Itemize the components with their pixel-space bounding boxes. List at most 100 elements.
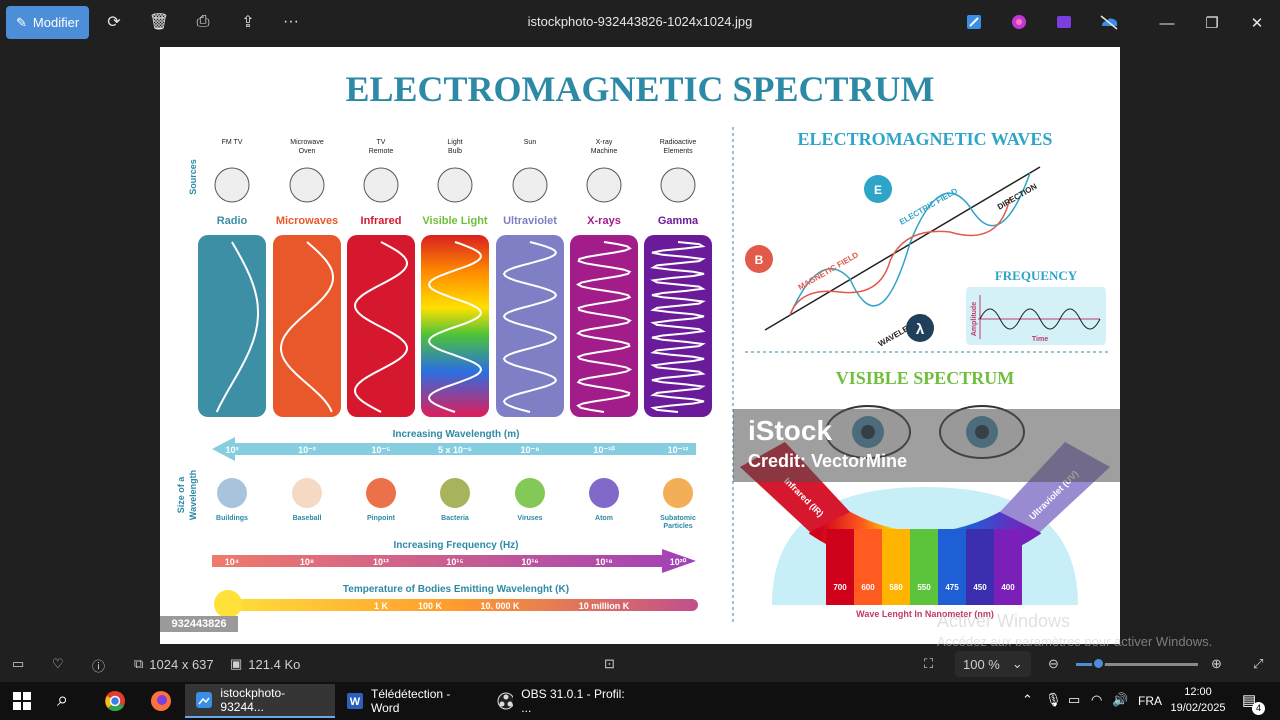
visible-band (826, 529, 854, 605)
battery-icon[interactable]: ▭ (1068, 692, 1081, 707)
band-column (273, 235, 341, 417)
frequency-tick: 10¹⁶ (521, 557, 538, 567)
windows-start-icon[interactable] (13, 692, 31, 713)
clipchamp-icon[interactable] (1053, 11, 1075, 33)
zoom-out-icon[interactable]: ⊖ (1048, 656, 1059, 671)
band-label: Gamma (658, 215, 699, 227)
edit-icon: ✎ (16, 14, 27, 30)
visible-band (966, 529, 994, 605)
word-icon: W (347, 693, 363, 709)
band-wave (215, 241, 259, 413)
visible-axis-label: Wave Lenght In Nanometer (nm) (856, 609, 994, 619)
microphone-icon[interactable]: 🎙 (1045, 692, 1062, 707)
minimize-button[interactable]: — (1159, 14, 1175, 32)
size-label: Baseball (293, 515, 322, 522)
source-name: Radioactive (660, 139, 697, 146)
onedrive-icon[interactable] (1098, 11, 1120, 33)
rotate-icon[interactable]: ⟳ (107, 14, 121, 31)
info-icon[interactable]: ⓘ (92, 659, 106, 674)
e-field-badge (864, 175, 892, 203)
band-wave (502, 241, 558, 413)
obs-icon (497, 692, 514, 710)
size-label: Atom (595, 515, 613, 522)
frequency-arrow (212, 549, 696, 573)
visible-band (910, 529, 938, 605)
wavelength-tick: 10³ (225, 445, 238, 455)
language-indicator[interactable]: FRA (1138, 694, 1162, 708)
source-name: Remote (369, 148, 394, 155)
search-icon[interactable]: ⌕ (57, 689, 69, 711)
visible-band (854, 529, 882, 605)
taskbar-app-obs[interactable]: OBS 31.0.1 - Profil: ... (487, 684, 637, 718)
size-label-line1: Size of a (176, 476, 186, 514)
image-filesize: 121.4 Ko (248, 656, 301, 672)
source-name: Elements (663, 148, 693, 155)
file-title: istockphoto-932443826-1024x1024.jpg (527, 14, 753, 29)
frequency-tick: 10⁸ (300, 557, 314, 567)
zoom-slider[interactable] (1076, 663, 1198, 666)
visible-band-nm: 475 (945, 583, 959, 592)
wavelength-tick: 10⁻⁸ (520, 445, 539, 455)
frequency-wave (979, 308, 1101, 330)
copilot-icon[interactable] (1008, 11, 1030, 33)
chrome-icon[interactable] (104, 690, 126, 715)
image-canvas[interactable]: ELECTROMAGNETIC SPECTRUM Sources FM TV Ra… (160, 47, 1120, 644)
size-label: Subatomic (660, 515, 696, 522)
clock-time[interactable]: 12:00 (1184, 686, 1212, 698)
designer-icon[interactable] (963, 11, 985, 33)
filmstrip-icon[interactable]: ▭ (12, 656, 25, 671)
clock-date[interactable]: 19/02/2025 (1170, 702, 1226, 714)
lambda-symbol: λ (916, 321, 925, 338)
source-illustration (660, 167, 696, 203)
modify-button[interactable]: ✎ Modifier (6, 6, 89, 39)
print-icon[interactable]: ⎙ (196, 13, 210, 30)
watermark-bar (733, 409, 1120, 482)
sources-label: Sources (188, 159, 198, 195)
fit-view-icon[interactable]: ⊡ (604, 656, 615, 671)
b-field-badge (745, 245, 773, 273)
zoom-select[interactable]: 100 % ⌄ (955, 651, 1031, 677)
source-illustration (586, 167, 622, 203)
zoom-slider-thumb[interactable] (1092, 657, 1105, 670)
band-wave (650, 241, 706, 413)
wifi-icon[interactable]: ◠ (1091, 692, 1103, 707)
size-label: Particles (663, 523, 692, 530)
size-illustration (440, 478, 470, 508)
spectrum-infographic: ELECTROMAGNETIC SPECTRUM Sources FM TV Ra… (176, 69, 1110, 622)
source-illustration (214, 167, 250, 203)
modify-label: Modifier (32, 15, 80, 30)
fullscreen-icon[interactable]: ⤢ (1253, 656, 1264, 671)
volume-icon[interactable]: 🔊 (1112, 692, 1129, 707)
top-toolbar: ✎ Modifier ⟳ 🗑 ⎙ ⇪ ··· istockphoto-93244… (0, 0, 1280, 46)
taskbar-app-photos[interactable]: istockphoto-93244... (185, 684, 335, 718)
wavelength-tick: 10⁻² (298, 445, 316, 455)
delete-icon[interactable]: 🗑 (148, 14, 170, 31)
em-waves-title: ELECTROMAGNETIC WAVES (798, 129, 1053, 149)
b-symbol: B (755, 253, 764, 267)
infographic-title: ELECTROMAGNETIC SPECTRUM (345, 69, 934, 109)
wavelength-title: Increasing Wavelength (m) (393, 429, 520, 440)
amplitude-label: Amplitude (971, 302, 978, 336)
zoom-in-icon[interactable]: ⊕ (1211, 656, 1222, 671)
source-name: FM TV (222, 139, 243, 146)
more-options-icon[interactable]: ··· (283, 13, 299, 30)
temperature-tick: 10 million K (579, 601, 630, 611)
taskbar-app-word[interactable]: W Télédétection - Word (336, 684, 486, 718)
band-wave (279, 241, 335, 413)
time-label: Time (1032, 336, 1048, 343)
close-button[interactable]: ✕ (1250, 15, 1264, 32)
band-label: Microwaves (276, 215, 338, 227)
size-label: Buildings (216, 515, 248, 522)
maximize-button[interactable]: ❐ (1205, 15, 1219, 32)
chevron-up-icon[interactable]: ⌃ (1022, 692, 1033, 707)
visible-band-nm: 700 (833, 583, 847, 592)
actual-size-icon[interactable]: ⛶ (924, 656, 934, 671)
firefox-icon[interactable] (150, 690, 172, 715)
band-label: Visible Light (422, 215, 488, 227)
frequency-tick: 10¹² (373, 557, 389, 567)
share-icon[interactable]: ⇪ (241, 14, 255, 31)
wavelength-tick: 5 x 10⁻⁶ (438, 445, 472, 455)
favorite-icon[interactable]: ♡ (52, 656, 64, 671)
